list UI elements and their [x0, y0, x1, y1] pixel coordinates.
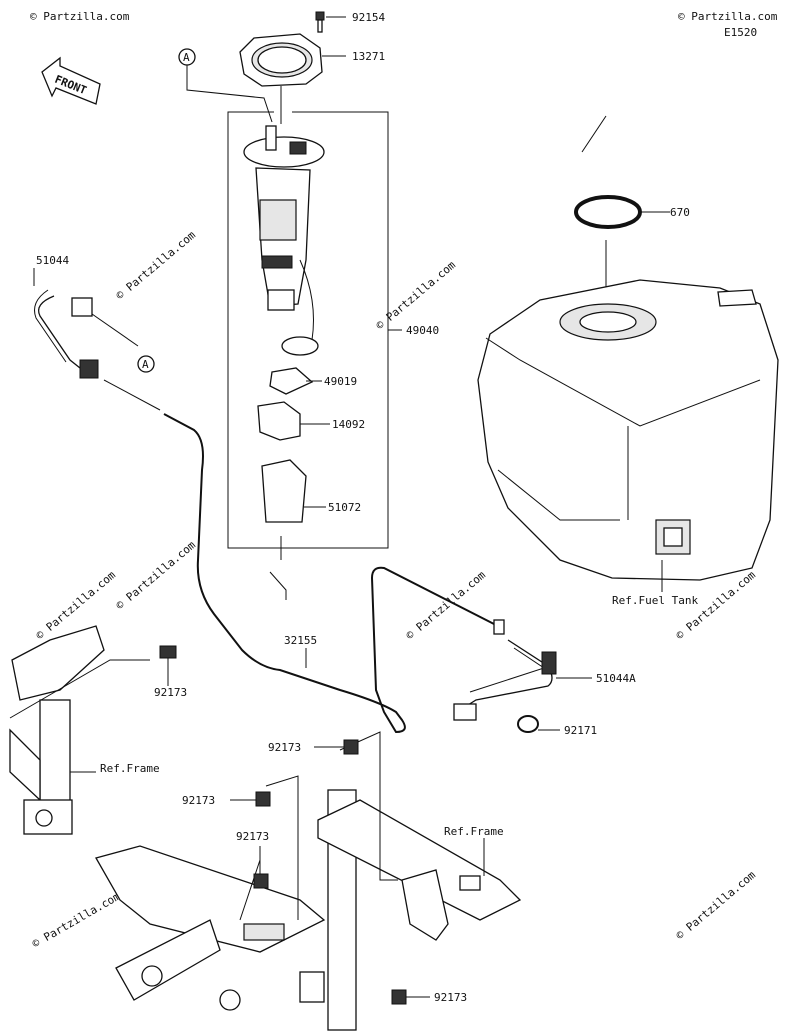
- fuel-pump-assembly: A: [178, 11, 402, 600]
- part-label-14092: 14092: [332, 418, 365, 431]
- ref-marker-a: A: [142, 358, 149, 371]
- ref-label-fuel-tank: Ref.Fuel Tank: [612, 594, 698, 607]
- part-label-51044a: 51044A: [596, 672, 636, 685]
- part-label-92173: 92173: [268, 741, 301, 754]
- watermark-corner: © Partzilla.com: [30, 889, 123, 950]
- frame-left: [9, 625, 177, 835]
- watermark: © Partzilla.com: [34, 568, 119, 642]
- part-label-92173: 92173: [434, 991, 467, 1004]
- part-label-92154: 92154: [352, 11, 385, 24]
- part-label-51072: 51072: [328, 501, 361, 514]
- watermark: © Partzilla.com: [404, 568, 489, 642]
- watermark: © Partzilla.com: [30, 10, 130, 23]
- part-label-92173: 92173: [182, 794, 215, 807]
- front-arrow-icon: FRONT: [41, 56, 101, 105]
- fuel-hose-51044: A: [33, 268, 155, 379]
- part-label-49040: 49040: [406, 324, 439, 337]
- part-label-92173: 92173: [236, 830, 269, 843]
- part-label-92171: 92171: [564, 724, 597, 737]
- watermark: © Partzilla.com: [374, 258, 459, 332]
- ref-label-frame: Ref.Frame: [444, 825, 504, 838]
- part-label-13271: 13271: [352, 50, 385, 63]
- fuel-hose-51044a: [453, 639, 592, 733]
- watermark: © Partzilla.com: [114, 538, 199, 612]
- watermark: © Partzilla.com: [678, 10, 778, 23]
- fuel-tank: [477, 115, 779, 592]
- part-label-49019: 49019: [324, 375, 357, 388]
- ref-label-frame: Ref.Frame: [100, 762, 160, 775]
- diagram-code: E1520: [724, 26, 757, 39]
- fuel-line-32155: [103, 379, 505, 734]
- ref-marker-a: A: [183, 51, 190, 64]
- part-label-92173: 92173: [154, 686, 187, 699]
- watermark: © Partzilla.com: [114, 228, 199, 302]
- part-label-670: 670: [670, 206, 690, 219]
- frame-bottom: [95, 731, 522, 1031]
- part-label-51044: 51044: [36, 254, 69, 267]
- watermark: © Partzilla.com: [674, 868, 759, 942]
- part-label-32155: 32155: [284, 634, 317, 647]
